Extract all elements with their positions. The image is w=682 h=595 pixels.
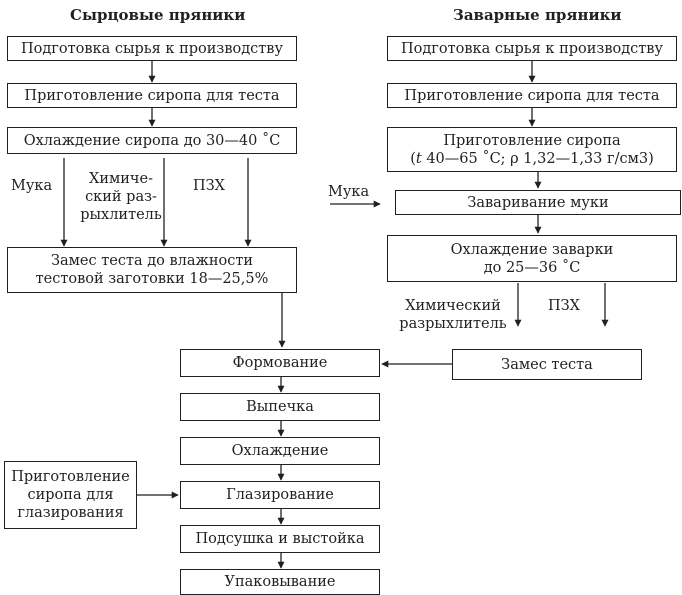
left-kneading-box: Замес теста до влажности тестовой загото… (7, 247, 297, 293)
packing-box: Упаковывание (180, 569, 380, 595)
header-raw-gingerbread: Сырцовые пряники (70, 6, 246, 24)
right-brewing-flour-box: Заваривание муки (395, 190, 681, 215)
right-chem-line1: Химический (405, 298, 501, 314)
right-syrup-line2: (t 40—65 ˚С; ρ 1,32—1,33 г/см3) (410, 150, 654, 168)
left-kneading-line1: Замес теста до влажности (50, 253, 254, 269)
right-syrup-params: 40—65 ˚С; ρ 1,32—1,33 г/см3) (421, 150, 654, 167)
right-cool-brew-line2: до 25—36 ˚С (483, 259, 581, 276)
right-pzh-label: ПЗХ (548, 298, 581, 314)
right-prepare-raw-box: Подготовка сырья к производству (387, 36, 677, 61)
left-syrup-for-dough-box: Приготовление сиропа для теста (7, 83, 297, 108)
left-chem-line1: Химиче- (89, 171, 153, 187)
right-flour-label: Мука (328, 184, 370, 200)
right-syrup-for-dough-box: Приготовление сиропа для теста (387, 83, 677, 108)
right-chem-line2: разрыхлитель (399, 316, 507, 332)
header-custard-gingerbread: Заварные пряники (453, 6, 622, 24)
left-chem-line2: ский раз- (85, 189, 157, 205)
left-cool-syrup-box: Охлаждение сиропа до 30—40 ˚С (7, 127, 297, 154)
right-cool-brew-line1: Охлаждение заварки (450, 241, 614, 258)
left-prepare-raw-box: Подготовка сырья к производству (7, 36, 297, 61)
drying-box: Подсушка и выстойка (180, 525, 380, 553)
forming-box: Формование (180, 349, 380, 377)
right-chem-leavener-label: Химический разрыхлитель (394, 297, 512, 333)
baking-box: Выпечка (180, 393, 380, 421)
glaze-syrup-line2: сиропа для (27, 487, 114, 503)
left-chem-leavener-label: Химиче- ский раз- рыхлитель (80, 170, 162, 224)
glaze-syrup-line1: Приготовление (11, 469, 130, 485)
left-pzh-label: ПЗХ (193, 178, 226, 194)
right-cool-brew-box: Охлаждение заварки до 25—36 ˚С (387, 235, 677, 282)
left-flour-label: Мука (11, 178, 53, 194)
left-chem-line3: рыхлитель (80, 207, 162, 223)
right-syrup-line1: Приготовление сиропа (443, 132, 621, 149)
right-kneading-box: Замес теста (452, 349, 642, 380)
cooling-box: Охлаждение (180, 437, 380, 465)
right-syrup-paren: ( (410, 150, 416, 167)
right-syrup-prep-box: Приготовление сиропа (t 40—65 ˚С; ρ 1,32… (387, 127, 677, 172)
right-syrup-temp-symbol: t (415, 150, 422, 167)
glaze-syrup-line3: глазирования (17, 505, 124, 521)
glaze-syrup-box: Приготовление сиропа для глазирования (4, 461, 137, 529)
glazing-box: Глазирование (180, 481, 380, 509)
left-kneading-line2: тестовой заготовки 18—25,5% (35, 271, 269, 287)
